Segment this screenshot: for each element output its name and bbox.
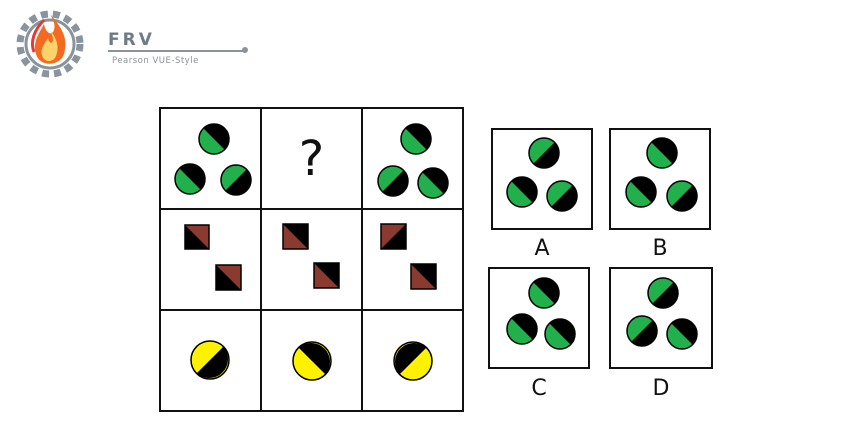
option-a-figure[interactable]	[491, 128, 593, 230]
matrix-cell-r1c1	[159, 107, 262, 210]
three-green-circles-figure	[625, 137, 698, 212]
matrix-cell-r1c2-missing: ?	[260, 107, 363, 210]
logo-divider	[108, 50, 246, 52]
three-green-circles-figure	[506, 277, 576, 350]
three-green-circles-figure	[506, 137, 578, 212]
three-green-circles-figure	[174, 123, 252, 196]
gear-flame-icon	[16, 10, 84, 78]
matrix-cell-r3c1	[159, 309, 262, 412]
option-d-label[interactable]: D	[652, 376, 670, 401]
matrix-cell-r3c2	[260, 309, 363, 412]
option-c-figure[interactable]	[488, 267, 590, 369]
option-d-figure[interactable]	[609, 267, 713, 369]
question-mark: ?	[298, 130, 325, 187]
two-brown-squares-figure	[380, 223, 437, 290]
logo-divider-dot	[242, 47, 248, 53]
matrix-cell-r2c2	[260, 208, 363, 311]
matrix-cell-r2c1	[159, 208, 262, 311]
matrix-cell-r3c3	[361, 309, 464, 412]
three-green-circles-figure	[377, 123, 449, 199]
logo-subtitle: Pearson VUE-Style	[112, 56, 199, 66]
yellow-circle-figure	[190, 340, 230, 380]
three-green-circles-figure	[626, 277, 698, 350]
matrix-cell-r2c3	[361, 208, 464, 311]
option-b-figure[interactable]	[609, 128, 711, 230]
option-c-label[interactable]: C	[531, 376, 547, 401]
two-brown-squares-figure	[184, 224, 242, 291]
yellow-circle-figure	[292, 341, 332, 381]
frv-logo: FRV Pearson VUE-Style	[8, 4, 248, 84]
yellow-circle-figure	[393, 341, 433, 381]
matrix-cell-r1c3	[361, 107, 464, 210]
two-brown-squares-figure	[282, 223, 340, 289]
option-a-label[interactable]: A	[534, 236, 550, 261]
option-b-label[interactable]: B	[652, 236, 668, 261]
logo-text: FRV	[108, 30, 155, 50]
